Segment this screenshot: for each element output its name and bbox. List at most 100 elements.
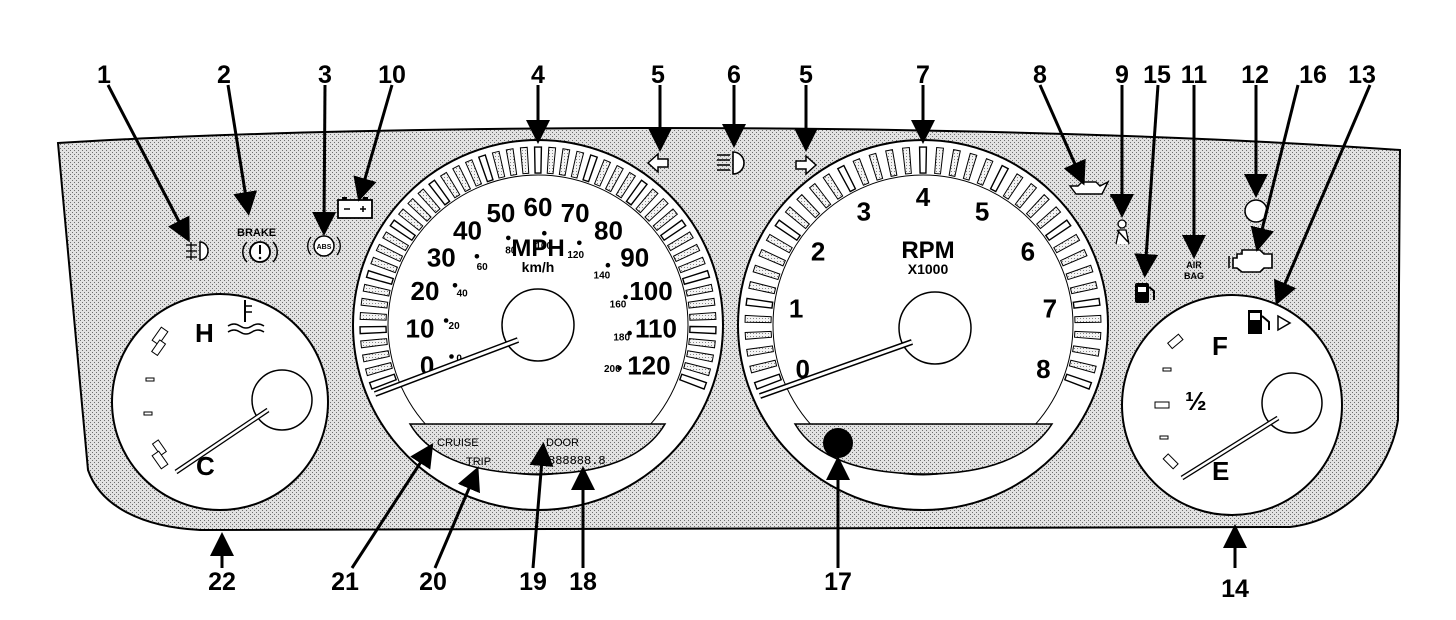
kmh-tick-label: 180: [613, 332, 630, 343]
rpm-tick-label: 3: [857, 197, 871, 227]
mph-tick-label: 50: [486, 198, 515, 228]
callout-17: 17: [824, 568, 852, 596]
callout-16: 16: [1299, 61, 1327, 89]
major-tick: [774, 219, 802, 242]
minor-tick: [885, 149, 898, 177]
minor-tick: [765, 233, 793, 254]
minor-tick: [689, 311, 717, 321]
kmh-dot: [627, 330, 632, 336]
brake-warning-icon: BRAKE: [237, 227, 278, 263]
minor-tick: [417, 188, 441, 214]
kmh-tick-label: 80: [505, 246, 517, 257]
high-beam-icon: [717, 151, 745, 175]
kmh-tick-label: 160: [610, 299, 627, 310]
minor-tick: [370, 256, 399, 274]
fuel-pump-icon: [1248, 310, 1292, 334]
minor-tick: [1069, 281, 1098, 295]
minor-tick: [685, 283, 714, 297]
mph-tick-label: 60: [524, 192, 553, 222]
coolant-temp-icon: [227, 300, 265, 335]
minor-tick: [1014, 182, 1038, 209]
major-tick: [625, 179, 649, 206]
callout-5-right: 5: [799, 61, 813, 89]
left-turn-signal-icon: [646, 152, 669, 174]
kmh-dot: [605, 262, 611, 268]
minor-tick: [1074, 314, 1102, 324]
speedometer: 0102030405060708090100110120020406080100…: [352, 139, 724, 511]
minor-tick: [948, 149, 961, 177]
minor-tick: [359, 311, 387, 321]
mph-tick-label: 20: [411, 276, 440, 306]
mph-tick-label: 40: [453, 215, 482, 245]
callout-18: 18: [569, 568, 597, 596]
callout-5-left: 5: [651, 61, 665, 89]
minor-tick: [1002, 173, 1024, 200]
minor-tick: [360, 338, 388, 349]
minor-tick: [519, 146, 530, 175]
major-tick: [918, 146, 928, 174]
minor-tick: [822, 173, 844, 200]
minor-tick: [635, 188, 659, 214]
minor-tick: [744, 314, 772, 324]
kmh-tick-label: 20: [449, 321, 461, 332]
low-fuel-icon: [1135, 283, 1155, 303]
speedometer-unit: MPH: [511, 235, 564, 262]
minor-tick: [672, 243, 701, 263]
minor-tick: [808, 182, 832, 209]
temperature-gauge: H C: [111, 293, 329, 511]
minor-tick: [852, 158, 870, 186]
minor-tick: [976, 158, 994, 186]
minor-tick: [1035, 206, 1062, 230]
rpm-tick-label: 8: [1036, 354, 1050, 384]
major-tick: [989, 164, 1010, 193]
kmh-dot: [506, 235, 511, 241]
minor-tick: [360, 297, 389, 309]
callout-21: 21: [331, 568, 359, 596]
major-tick: [681, 269, 711, 286]
minor-tick: [1059, 248, 1088, 267]
minor-tick: [1073, 330, 1102, 340]
airbag-label-bottom: BAG: [1184, 271, 1204, 281]
major-tick: [1072, 297, 1101, 309]
callout-8: 8: [1033, 61, 1047, 89]
minor-tick: [1053, 233, 1081, 254]
callout-3: 3: [318, 61, 332, 89]
kmh-dot: [449, 354, 454, 359]
mph-tick-label: 100: [629, 276, 672, 306]
temp-cold-label: C: [196, 451, 215, 481]
mph-tick-label: 120: [627, 350, 670, 380]
minor-tick: [491, 150, 506, 179]
minor-tick: [749, 359, 778, 374]
minor-tick: [752, 264, 781, 281]
minor-tick: [868, 152, 884, 181]
major-tick: [582, 154, 599, 183]
callout-2: 2: [217, 61, 231, 89]
callout-15: 15: [1143, 61, 1171, 89]
minor-tick: [361, 350, 390, 363]
mph-tick-label: 110: [635, 313, 677, 343]
kmh-tick-label: 40: [457, 289, 469, 300]
tachometer-lcd-window: [793, 423, 1054, 475]
battery-icon: [337, 197, 373, 219]
kmh-tick-label: 140: [594, 270, 611, 281]
rpm-tick-label: 7: [1043, 293, 1057, 323]
minor-tick: [382, 231, 410, 252]
minor-tick: [1025, 193, 1050, 219]
major-tick: [753, 373, 783, 390]
kmh-dot: [577, 240, 582, 246]
major-tick: [1063, 373, 1093, 390]
minor-tick: [746, 345, 774, 357]
kmh-dot: [623, 294, 628, 300]
kmh-tick-label: 200: [604, 364, 621, 375]
major-tick: [427, 179, 451, 206]
minor-tick: [364, 361, 393, 377]
minor-tick: [558, 148, 571, 177]
kmh-tick-label: 100: [535, 241, 552, 252]
minor-tick: [901, 146, 912, 175]
major-tick: [368, 373, 398, 390]
abs-icon: ABS: [307, 235, 341, 257]
minor-tick: [644, 197, 669, 222]
